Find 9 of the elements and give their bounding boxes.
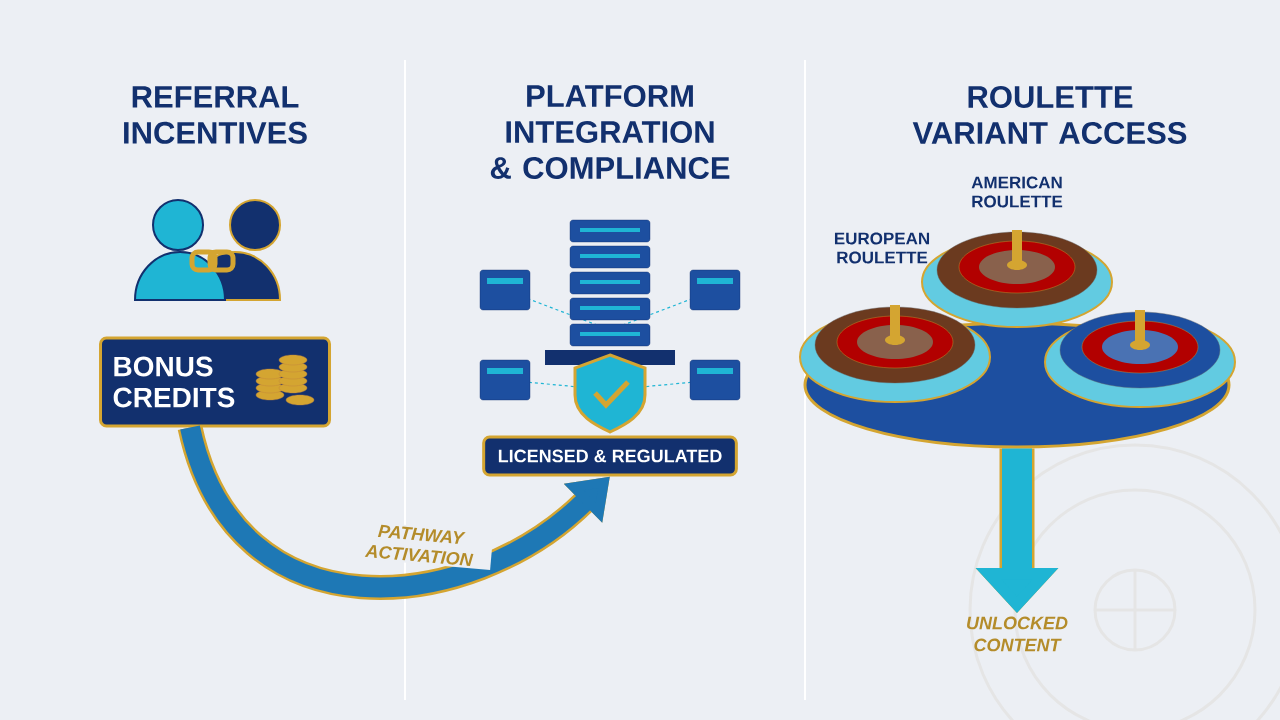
- license-badge: LICENSED & REGULATED: [482, 435, 738, 477]
- outcome-label: UNLOCKED CONTENT: [967, 616, 1068, 652]
- wheel-label: AMERICAN ROULETTE: [971, 176, 1063, 208]
- wheel-label: EUROPEAN ROULETTE: [835, 232, 930, 264]
- section-title: PLATFORM INTEGRATION & COMPLIANCE: [490, 85, 730, 179]
- edge-label: PATHWAY ACTIVATION: [346, 520, 494, 570]
- section-title: ROULETTE VARIANT ACCESS: [912, 86, 1187, 144]
- bonus-credits-box: BONUS CREDITS: [99, 336, 331, 428]
- section-title: REFERRAL INCENTIVES: [124, 86, 307, 144]
